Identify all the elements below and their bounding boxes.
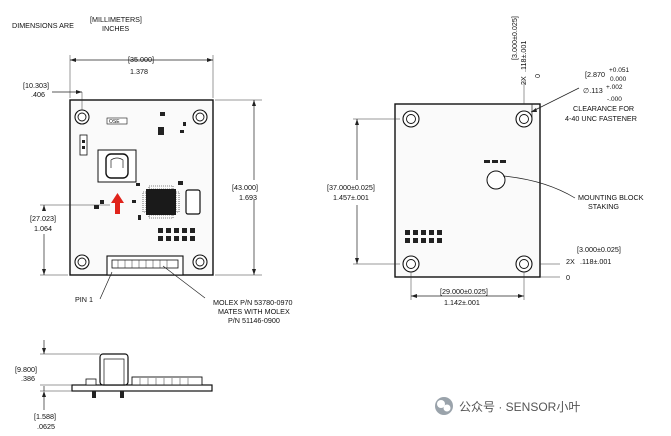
silk-label-box (106, 117, 128, 125)
mount-line1: MOUNTING BLOCK (578, 193, 644, 202)
clear-dia: ∅.113 (583, 86, 603, 95)
smd-part (183, 122, 186, 126)
molex-line3: P/N 51146-0900 (228, 316, 280, 325)
side-connector (131, 376, 203, 386)
back-top-hole-in: .118±.001 (519, 41, 528, 72)
clear-line1: CLEARANCE FOR (573, 104, 634, 113)
molex-connector (106, 255, 184, 276)
front-sensor-y-mm: [27.023] (30, 214, 56, 223)
side-thick-in: .0625 (37, 422, 55, 431)
front-view: OSE (23, 55, 293, 325)
back-top-hole-mm: [3.000±0.025] (510, 16, 519, 60)
sensor-module (97, 149, 137, 183)
back-mounting-holes (402, 110, 533, 273)
back-bot-hole-mm: [3.000±0.025] (577, 245, 621, 254)
clear-mm: [2.870 (585, 70, 605, 79)
clear-line2: 4-40 UNC FASTENER (565, 114, 637, 123)
molex-line1: MOLEX P/N 53780-0970 (213, 298, 293, 307)
front-hole-x-in: .406 (31, 90, 45, 99)
back-width-in: 1.142±.001 (444, 298, 480, 307)
front-hole-x-mm: [10.303] (23, 81, 49, 90)
back-top-hole-prefix: 2X (519, 76, 528, 85)
smd-part (180, 130, 184, 133)
orientation-arrow-icon (111, 193, 124, 214)
front-width-mm: [35.000] (128, 55, 154, 64)
units-mm: [MILLIMETERS] (90, 15, 142, 24)
side-thick-mm: [1.588] (34, 412, 56, 421)
mounting-block (486, 170, 506, 190)
clear-in-plus: +.002 (606, 84, 623, 91)
side-height-in: .386 (21, 374, 35, 383)
molex-line2: MATES WITH MOLEX (218, 307, 290, 316)
front-height-mm: [43.000] (232, 183, 258, 192)
pin1-label: PIN 1 (75, 295, 93, 304)
back-bot-hole-in: .118±.001 (580, 257, 611, 266)
side-board (71, 384, 213, 392)
clear-mm-minus: 0.000 (610, 76, 627, 83)
mount-line2: STAKING (588, 202, 619, 211)
side-height-mm: [9.800] (15, 365, 37, 374)
side-connector (79, 134, 88, 156)
front-board-outline (69, 99, 214, 276)
back-bot-hole-prefix: 2X (566, 257, 575, 266)
front-mounting-holes (74, 109, 208, 270)
watermark: 公众号 · SENSOR小叶 (435, 397, 580, 415)
back-view: [3.000±0.025] 2X .118±.001 0 [2.870 +0.0… (327, 16, 644, 307)
clear-mm-plus: +0.051 (609, 67, 629, 74)
smd-part (160, 112, 165, 116)
side-view: [9.800] .386 [1.588] .0625 (15, 340, 213, 431)
watermark-text: 公众号 · SENSOR小叶 (459, 400, 580, 414)
front-pin-header (158, 228, 195, 241)
back-top-zero: 0 (533, 74, 542, 78)
units-in: INCHES (102, 24, 129, 33)
clear-in-minus: -.000 (607, 96, 622, 103)
back-height-mm: [37.000±0.025] (327, 183, 375, 192)
silk-label: OSE (109, 119, 120, 125)
back-width-mm: [29.000±0.025] (440, 287, 488, 296)
back-height-in: 1.457±.001 (333, 193, 369, 202)
back-bot-zero: 0 (566, 273, 570, 282)
front-height-in: 1.693 (239, 193, 257, 202)
back-board-outline (394, 103, 541, 278)
units-note-text: DIMENSIONS ARE (12, 21, 74, 30)
front-sensor-y-in: 1.064 (34, 224, 52, 233)
front-width-in: 1.378 (130, 67, 148, 76)
crystal (185, 189, 201, 215)
mcu-chip (142, 185, 180, 219)
smd-part (158, 127, 164, 135)
units-note: DIMENSIONS ARE [MILLIMETERS] INCHES (12, 15, 142, 33)
back-pin-header (405, 230, 442, 243)
